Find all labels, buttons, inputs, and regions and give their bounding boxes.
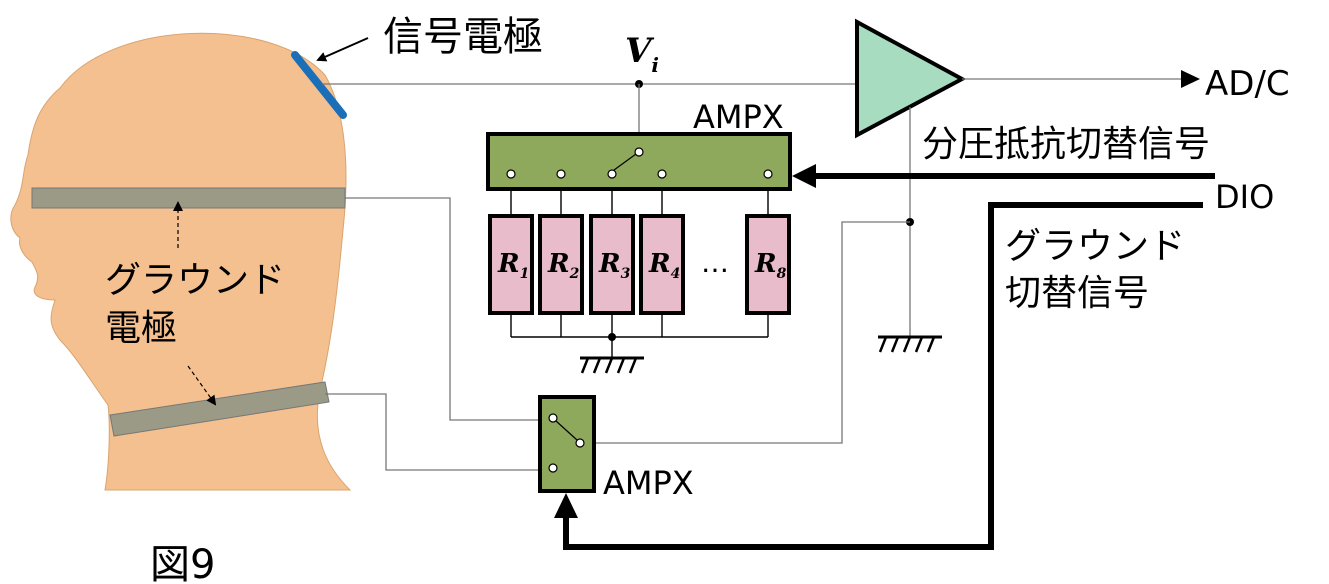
amp-ground-hatch xyxy=(878,336,936,353)
top-mux-switch-arm xyxy=(613,153,637,171)
top-mux-contacts xyxy=(506,147,773,179)
svg-text:R4: R4 xyxy=(648,249,680,282)
figure-label: 図9 xyxy=(150,542,215,584)
head-band-wire xyxy=(345,197,540,421)
neck-ground-band xyxy=(109,381,330,437)
bottom-mux-contacts xyxy=(548,413,585,473)
neck-band-wire xyxy=(325,393,540,471)
resistor-r2: R2 xyxy=(538,214,584,315)
resistor-ellipsis: … xyxy=(701,246,729,279)
bottom-mux xyxy=(538,395,596,493)
dio-label: DIO xyxy=(1215,178,1274,216)
head-ground-band xyxy=(31,187,346,209)
resistor-common-node xyxy=(608,333,616,341)
ground-switch-label-line1: グラウンド xyxy=(1005,226,1185,267)
adc-label: AD/C xyxy=(1205,64,1290,104)
ground-pointer-neck xyxy=(187,365,217,406)
resistor-ground-hatch xyxy=(580,357,638,374)
ground-switch-line xyxy=(563,202,1203,550)
svg-text:R1: R1 xyxy=(497,249,529,282)
head-silhouette xyxy=(10,32,352,491)
svg-text:R8: R8 xyxy=(754,249,787,282)
ground-electrode-label-line2: 電極 xyxy=(105,308,177,349)
ground-electrode-label-line1: グラウンド xyxy=(105,260,285,301)
signal-electrode-label: 信号電極 xyxy=(383,14,543,60)
ground-switch-arrow xyxy=(554,493,578,518)
resistor-r4: R4 xyxy=(639,214,685,315)
ground-switch-label-line2: 切替信号 xyxy=(1005,273,1149,314)
svg-text:R3: R3 xyxy=(598,249,631,282)
bottom-mux-switch-arm xyxy=(555,420,578,441)
bottom-mux-to-ground-wire xyxy=(594,221,910,444)
resistor-r1: R1 xyxy=(488,214,534,315)
vi-label: Vi xyxy=(625,31,659,77)
top-mux xyxy=(486,132,792,191)
divider-signal-arrow xyxy=(792,164,816,188)
bottom-ampx-label: AMPX xyxy=(603,464,694,502)
svg-text:R2: R2 xyxy=(547,249,580,282)
top-ampx-label: AMPX xyxy=(693,98,784,136)
signal-electrode xyxy=(291,51,347,119)
divider-signal-label: 分圧抵抗切替信号 xyxy=(922,124,1210,165)
signal-electrode-pointer xyxy=(316,37,369,62)
resistor-r8: R8 xyxy=(745,214,791,315)
adc-arrow xyxy=(1181,70,1200,88)
resistor-r3: R3 xyxy=(589,214,635,315)
